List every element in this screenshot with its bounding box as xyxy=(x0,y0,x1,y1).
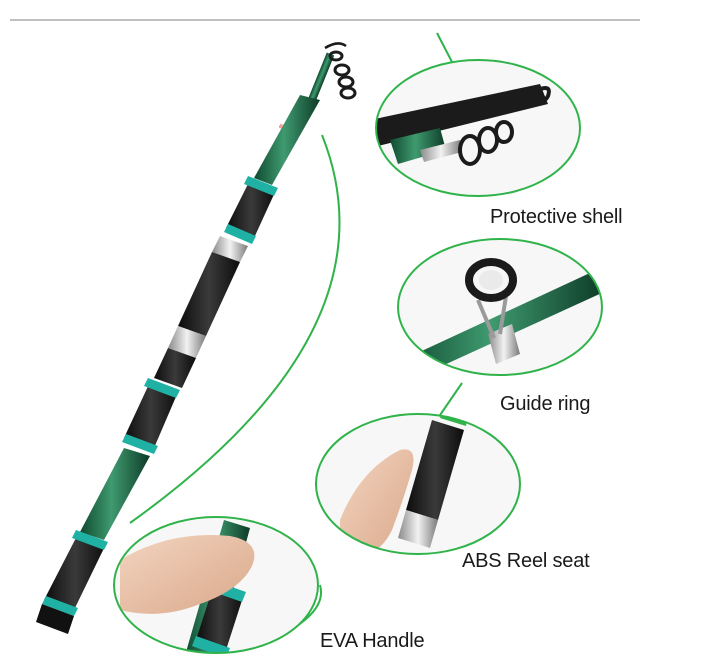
detail-eva-handle xyxy=(113,516,319,654)
fishing-rod: ≋ xyxy=(36,42,357,634)
label-eva-handle: EVA Handle xyxy=(320,630,425,652)
detail-guide-ring xyxy=(397,238,603,376)
tip-guides xyxy=(324,42,357,100)
connector-arc-left xyxy=(129,134,341,524)
label-reel-seat: ABS Reel seat xyxy=(462,550,590,572)
connector-arc-mid xyxy=(437,382,463,419)
label-guide-ring: Guide ring xyxy=(500,393,591,415)
label-protective-shell: Protective shell xyxy=(490,206,623,228)
svg-text:≋: ≋ xyxy=(278,122,287,131)
detail-reel-seat xyxy=(315,413,521,555)
detail-protective-shell xyxy=(375,59,581,197)
connector-arc-top xyxy=(436,32,453,63)
